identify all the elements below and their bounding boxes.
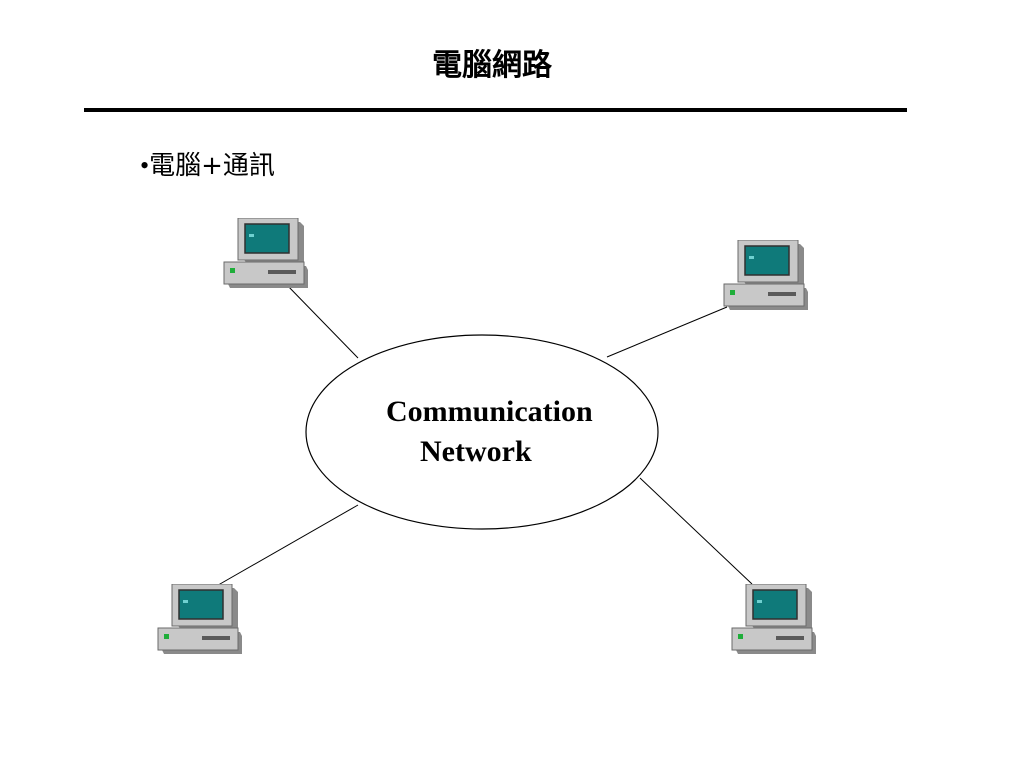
desktop-computer-icon xyxy=(731,583,816,654)
computer-bottom-right xyxy=(730,583,816,660)
link-top-left xyxy=(284,282,359,359)
desktop-computer-icon xyxy=(157,583,242,654)
bullet-item: •電腦+通訊 xyxy=(140,146,275,186)
desktop-computer-icon xyxy=(723,239,808,310)
desktop-computer-icon xyxy=(223,217,308,288)
bullet-text: 電腦+通訊 xyxy=(149,151,275,181)
computer-bottom-left xyxy=(156,583,242,660)
link-top-right xyxy=(606,306,728,358)
network-ellipse xyxy=(305,334,659,530)
link-bottom-right xyxy=(639,477,753,585)
computer-top-left xyxy=(222,217,308,294)
title-divider xyxy=(84,108,907,112)
bullet-symbol: • xyxy=(140,151,150,180)
network-label-line2: Network xyxy=(420,435,532,468)
network-label-line1: Communication xyxy=(386,395,593,428)
computer-top-right xyxy=(722,239,808,316)
link-bottom-left xyxy=(212,504,359,589)
page-title: 電腦網路 xyxy=(432,48,552,83)
